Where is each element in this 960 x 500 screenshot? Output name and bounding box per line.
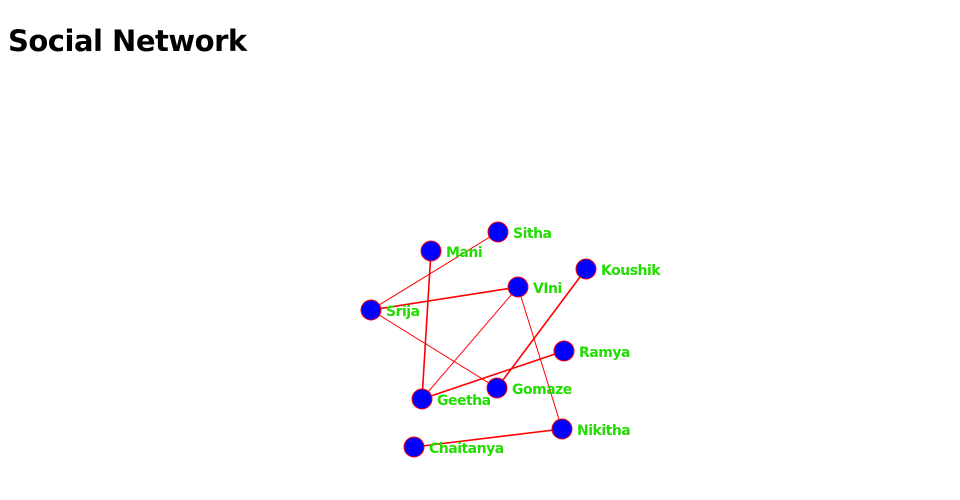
edge-ramya-geetha [421,350,565,400]
edge-srija-vini [370,286,519,311]
edge-vini-nikitha [517,286,563,430]
node-vini[interactable] [507,276,529,298]
node-label-srija: Srija [386,304,420,320]
node-koushik[interactable] [575,258,597,280]
node-chaitanya[interactable] [403,436,425,458]
page-title: Social Network [8,24,247,58]
node-srija[interactable] [360,299,382,321]
edge-vini-geetha [421,286,519,400]
node-mani[interactable] [420,240,442,262]
node-label-koushik: Koushik [601,263,661,279]
edge-srija-gomaze [370,309,498,389]
node-label-geetha: Geetha [437,393,491,409]
node-label-mani: Mani [446,245,482,261]
edge-sitha-srija [370,231,499,311]
node-gomaze[interactable] [486,377,508,399]
edge-mani-geetha [421,250,432,400]
node-nikitha[interactable] [551,418,573,440]
node-label-chaitanya: Chaitanya [429,441,504,457]
node-label-ramya: Ramya [579,345,630,361]
node-sitha[interactable] [487,221,509,243]
node-geetha[interactable] [411,388,433,410]
node-ramya[interactable] [553,340,575,362]
node-label-gomaze: Gomaze [512,382,572,398]
node-label-vini: VIni [533,281,562,297]
node-label-nikitha: Nikitha [577,423,630,439]
node-label-sitha: Sitha [513,226,552,242]
edge-nikitha-chaitanya [413,428,563,448]
